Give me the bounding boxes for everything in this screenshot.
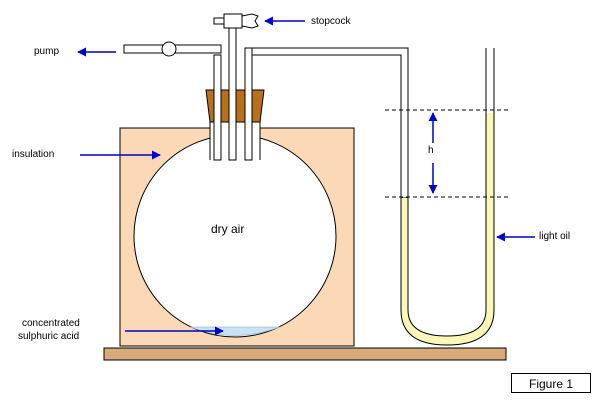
h-label: h xyxy=(428,145,434,156)
pump-valve xyxy=(161,41,177,57)
stopcock-label: stopcock xyxy=(311,16,351,27)
acid-label-line2: sulphuric acid xyxy=(18,331,80,342)
tube-centre xyxy=(228,25,237,161)
flask xyxy=(133,134,337,338)
figure-caption: Figure 1 xyxy=(511,373,591,393)
light-oil-label: light oil xyxy=(539,231,571,242)
pump-label: pump xyxy=(34,46,60,57)
oil-fill xyxy=(401,113,494,345)
tube-left xyxy=(213,54,222,161)
u-tube xyxy=(400,48,495,346)
acid-label-line1: concentrated xyxy=(22,318,80,329)
stopcock-body xyxy=(223,13,243,29)
tube-right xyxy=(244,47,253,161)
bench xyxy=(103,347,507,361)
insulation-label: insulation xyxy=(12,149,55,160)
dry-air-label: dry air xyxy=(211,222,245,236)
stopcock-handle xyxy=(241,13,259,29)
